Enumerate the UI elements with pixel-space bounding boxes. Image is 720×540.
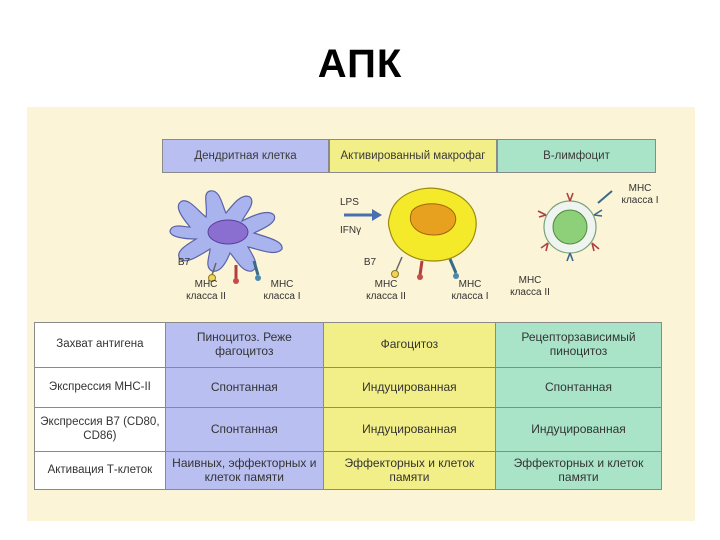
cell-dendritic: Наивных, эффекторных и клеток памяти xyxy=(164,451,324,490)
lps-ifn-arrow xyxy=(344,209,382,221)
cell-dendritic: Спонтанная xyxy=(164,407,324,452)
header-activated-macrophage: Активированный макрофаг xyxy=(329,139,497,173)
label-ifn-gamma: IFNγ xyxy=(340,225,362,236)
table-row: Экспрессия В7 (CD80, CD86) Спонтанная Ин… xyxy=(34,407,663,452)
macrophage-illustration xyxy=(387,187,477,280)
header-dendritic-cell: Дендритная клетка xyxy=(162,139,329,173)
cell-dendritic: Пиноцитоз. Реже фагоцитоз xyxy=(164,322,324,368)
cell-macrophage: Фагоцитоз xyxy=(322,322,496,368)
cells-diagram: B7 МНС класса II МНС класса I LPS IFNγ B… xyxy=(150,175,670,315)
cell-b-lymphocyte: Индуцированная xyxy=(494,407,663,452)
b-lymphocyte-illustration xyxy=(537,190,613,262)
label-b7-dendritic: B7 xyxy=(177,257,191,268)
row-header-mhc2-expression: Экспрессия МНС-II xyxy=(34,367,166,408)
cell-macrophage: Эффекторных и клеток памяти xyxy=(322,451,496,490)
page-title: АПК xyxy=(317,42,403,86)
label-mhc1-dendritic: МНС класса I xyxy=(263,279,301,302)
cell-b-lymphocyte: Эффекторных и клеток памяти xyxy=(494,451,663,490)
row-header-t-cell-activation: Активация Т-клеток xyxy=(34,451,166,490)
row-header-b7-expression: Экспрессия В7 (CD80, CD86) xyxy=(34,407,166,452)
cell-macrophage: Индуцированная xyxy=(322,367,496,408)
cell-b-lymphocyte: Рецепторзависимый пиноцитоз xyxy=(494,322,663,368)
dendritic-cell-illustration xyxy=(169,190,283,284)
table-row: Захват антигена Пиноцитоз. Реже фагоцито… xyxy=(34,322,663,368)
label-mhc1-b-lymphocyte: МНС класса I xyxy=(621,183,659,206)
row-header-antigen-capture: Захват антигена xyxy=(34,322,166,368)
table-row: Активация Т-клеток Наивных, эффекторных … xyxy=(34,451,663,490)
table-row: Экспрессия МНС-II Спонтанная Индуцирован… xyxy=(34,367,663,408)
label-b7-macrophage: B7 xyxy=(363,257,377,268)
cell-macrophage: Индуцированная xyxy=(322,407,496,452)
header-b-lymphocyte: В-лимфоцит xyxy=(497,139,656,173)
label-mhc2-dendritic: МНС класса II xyxy=(186,279,226,302)
label-mhc2-macrophage: МНС класса II xyxy=(366,279,406,302)
label-mhc1-macrophage: МНС класса I xyxy=(451,279,489,302)
comparison-table: Захват антигена Пиноцитоз. Реже фагоцито… xyxy=(34,322,663,490)
cell-dendritic: Спонтанная xyxy=(164,367,324,408)
label-lps: LPS xyxy=(340,197,359,208)
label-mhc2-b-lymphocyte: МНС класса II xyxy=(510,275,550,298)
cell-b-lymphocyte: Спонтанная xyxy=(494,367,663,408)
